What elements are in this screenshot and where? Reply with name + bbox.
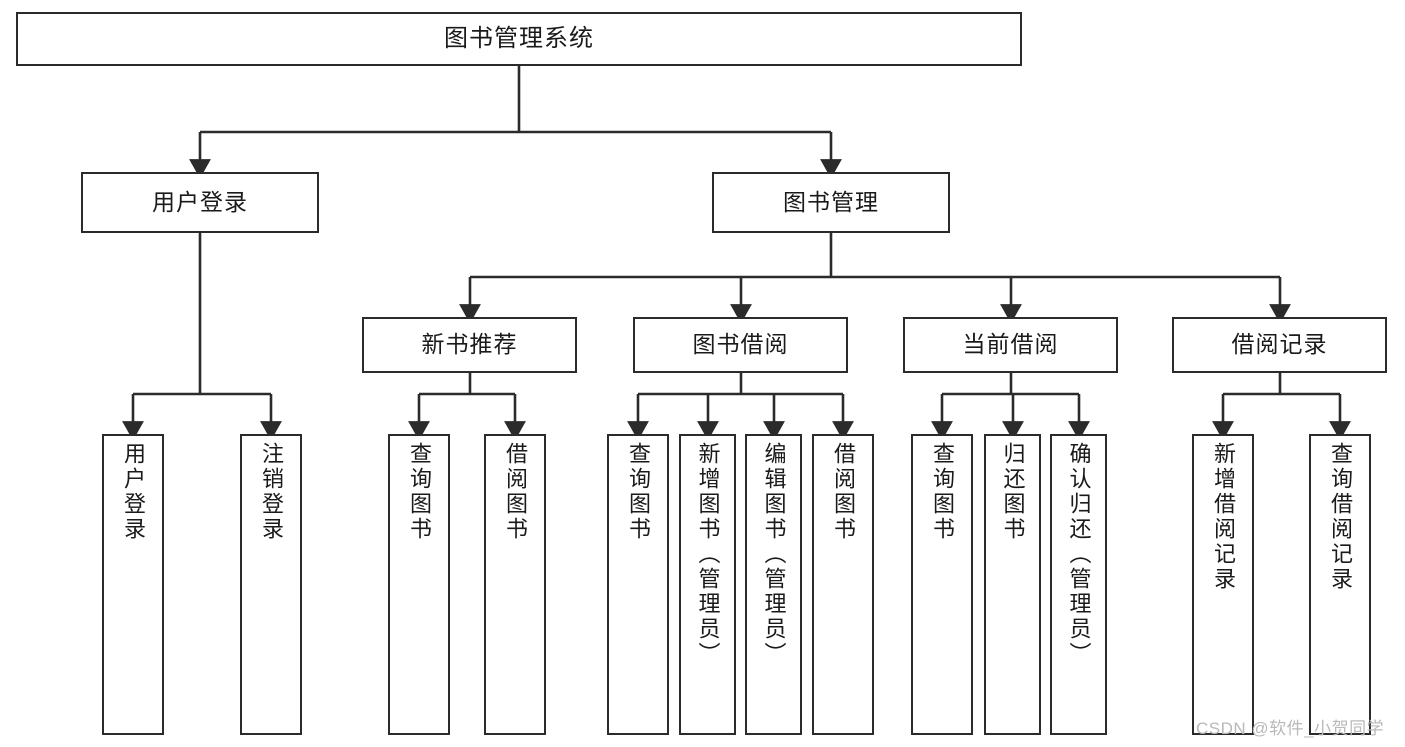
node-label: 图书管理系统	[444, 24, 594, 52]
node-label: 编辑图书（管理员）	[761, 442, 787, 667]
node-leaf-q2[interactable]: 查询图书	[607, 434, 669, 735]
node-newbook[interactable]: 新书推荐	[362, 317, 577, 373]
node-leaf-qrec[interactable]: 查询借阅记录	[1309, 434, 1371, 735]
node-label: 查询图书	[407, 442, 432, 542]
node-label: 新增借阅记录	[1211, 442, 1236, 592]
node-leaf-add[interactable]: 新增图书（管理员）	[679, 434, 736, 735]
node-label: 新增图书（管理员）	[695, 442, 721, 667]
node-label: 归还图书	[1000, 442, 1026, 542]
node-label: 查询图书	[930, 442, 955, 542]
node-leaf-b1[interactable]: 借阅图书	[484, 434, 546, 735]
node-leaf-login[interactable]: 用户登录	[102, 434, 164, 735]
node-borrow[interactable]: 图书借阅	[633, 317, 848, 373]
node-leaf-addrec[interactable]: 新增借阅记录	[1192, 434, 1254, 735]
node-root[interactable]: 图书管理系统	[16, 12, 1022, 66]
node-current[interactable]: 当前借阅	[903, 317, 1118, 373]
node-login[interactable]: 用户登录	[81, 172, 319, 233]
node-leaf-q3[interactable]: 查询图书	[911, 434, 973, 735]
node-label: 图书管理	[783, 188, 879, 215]
node-leaf-q1[interactable]: 查询图书	[388, 434, 450, 735]
node-label: 查询图书	[626, 442, 651, 542]
node-label: 确认归还（管理员）	[1066, 442, 1092, 667]
node-label: 借阅图书	[831, 442, 856, 542]
node-label: 查询借阅记录	[1328, 442, 1353, 592]
node-leaf-b2[interactable]: 借阅图书	[812, 434, 874, 735]
node-leaf-ret[interactable]: 归还图书	[984, 434, 1041, 735]
node-leaf-logout[interactable]: 注销登录	[240, 434, 302, 735]
watermark-label: CSDN @软件_小贺同学	[1196, 719, 1385, 738]
node-leaf-conf[interactable]: 确认归还（管理员）	[1050, 434, 1107, 735]
node-label: 注销登录	[259, 442, 284, 542]
node-label: 用户登录	[121, 442, 146, 542]
node-label: 借阅图书	[503, 442, 528, 542]
node-records[interactable]: 借阅记录	[1172, 317, 1387, 373]
node-leaf-edit[interactable]: 编辑图书（管理员）	[745, 434, 802, 735]
node-bookmgmt[interactable]: 图书管理	[712, 172, 950, 233]
node-label: 图书借阅	[692, 331, 789, 358]
node-label: 当前借阅	[962, 331, 1059, 358]
node-label: 用户登录	[152, 188, 248, 215]
node-label: 借阅记录	[1231, 331, 1328, 358]
node-label: 新书推荐	[421, 331, 518, 358]
